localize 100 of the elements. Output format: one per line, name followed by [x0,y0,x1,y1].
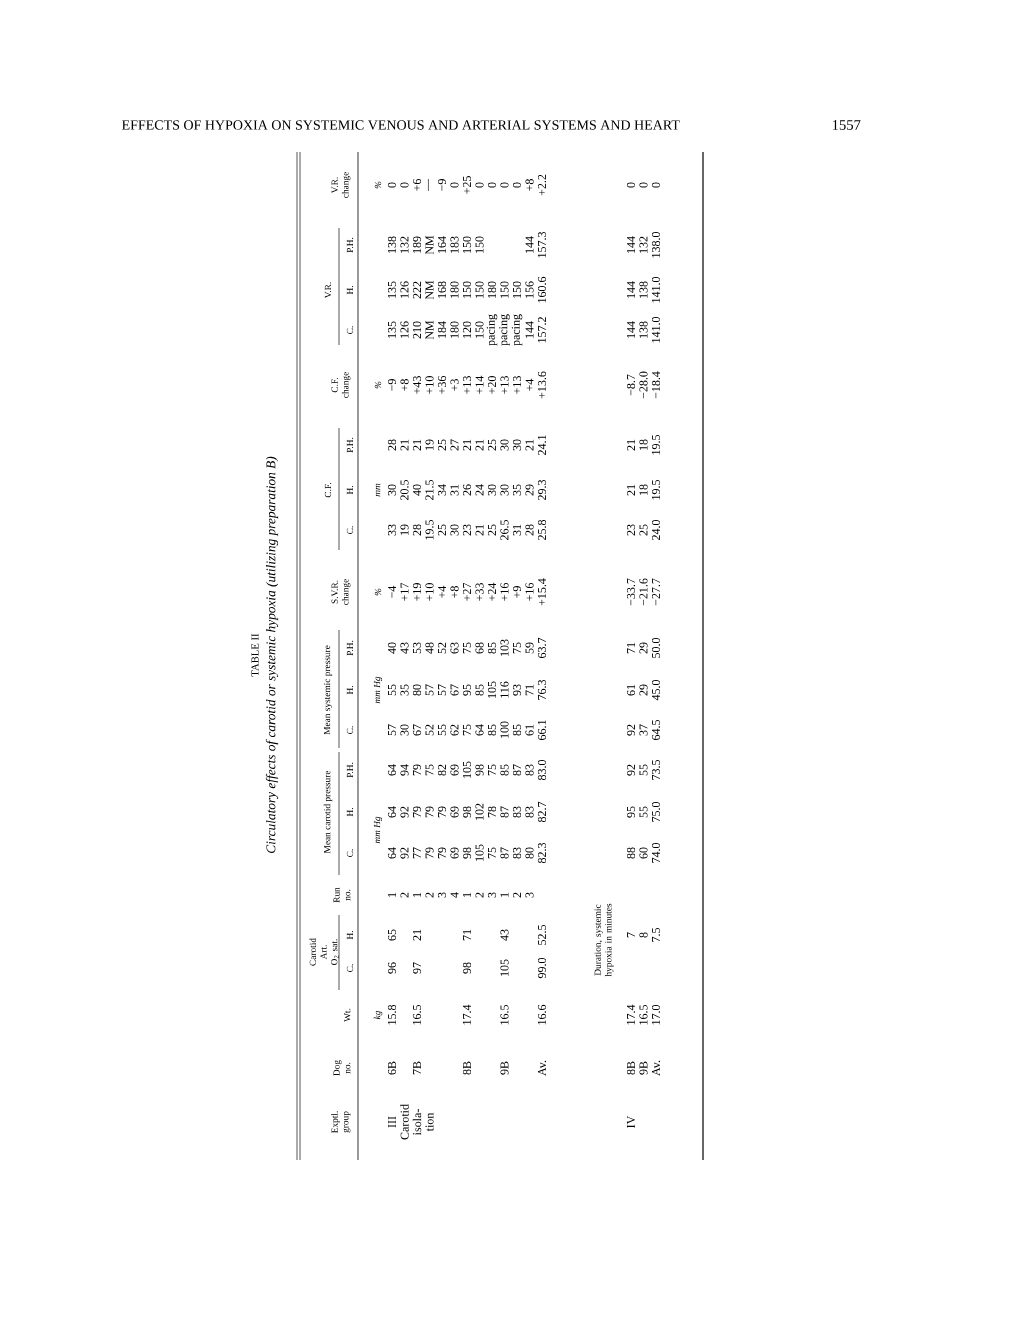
table-value: 98 [462,847,472,859]
table-value: 17.4 [626,1004,636,1025]
table-value: 144 [627,281,635,298]
table-value: 25 [437,524,447,536]
table-value: 29 [525,484,534,496]
table-value: 94 [400,764,409,776]
column-subheading: C. [346,726,354,734]
column-heading: Carotid Art. O$_{2}$ sat. [309,938,339,966]
table-value: 16.5 [500,1004,509,1025]
unit-label: % [374,588,382,596]
table-value: 27 [450,439,459,451]
table-value: 93 [512,684,522,696]
table-value: 222 [413,281,421,299]
column-heading: Run no. [333,887,351,903]
table-value: 85 [500,764,509,776]
table-value: 168 [437,281,447,298]
table-value: 92 [400,847,409,859]
table-value: 79 [425,806,434,818]
table-value: +13.6 [537,371,547,399]
column-subheading: H. [346,808,354,817]
table-value: 24.0 [651,519,661,540]
table-value: 103 [500,639,509,656]
table-value: 0 [651,182,661,188]
table-value: 73.5 [651,759,661,780]
table-value: 98 [462,806,472,818]
unit-label: % [374,381,382,389]
column-subheading: H. [346,286,354,295]
table-value: 21 [400,439,409,451]
table-value: 35 [400,684,409,696]
table-value: 150 [475,236,484,253]
table-value: 0 [626,182,636,188]
table-value: 55 [388,684,396,696]
table-value: +14 [475,375,484,394]
table-value: 60 [639,847,648,859]
table-value: 0 [475,182,484,188]
table-value: +13 [512,376,522,394]
table-value: 30 [487,484,497,496]
table-value: 150 [512,281,522,298]
table-value: 7B [413,1061,421,1075]
running-header: EFFECTS OF HYPOXIA ON SYSTEMIC VENOUS AND ARTERIAL SYSTEMS AND HEART [122,120,680,130]
table-value: 40 [412,484,422,496]
table-value: 16.5 [639,1004,648,1025]
table-value: 63.7 [537,637,547,658]
table-value: −21.6 [639,578,648,606]
table-value: 85 [512,724,522,736]
table-value: 105 [487,681,497,698]
table-value: 132 [400,236,409,253]
table-value: 9B [500,1061,509,1075]
table-value: 164 [437,236,447,253]
table-value: 144 [525,321,534,338]
table-value: +19 [412,583,422,601]
table-value: 21 [525,439,534,451]
table-value: 75 [488,847,496,859]
table-value: 1 [463,892,471,897]
table-title: TABLE II [251,633,259,677]
table-value: 21 [475,524,484,536]
column-heading: Duration, systemic hypoxia in minutes [594,903,614,977]
table-value: 3 [487,892,497,898]
table-value: 30 [500,439,509,451]
table-value: 59 [525,642,534,654]
table-value: 16.6 [537,1004,547,1025]
table-value: +9 [512,586,522,598]
table-value: 28 [525,524,534,536]
table-value: 29.3 [537,479,547,500]
table-value: 57 [388,724,396,736]
table-value: 19.5 [425,519,434,540]
table-value: 126 [400,321,409,338]
table-value: 25 [487,524,497,536]
table-value: 95 [626,806,636,818]
table-value: 21 [627,484,635,496]
table-value: 82.7 [537,801,547,823]
table-value: 83 [512,806,522,818]
table-value: +8 [525,179,534,191]
table-value: 52 [437,642,447,654]
table-value: 64.5 [651,719,661,740]
table-value: +3 [450,379,459,391]
table-value: 102 [475,803,484,820]
table-value: +10 [425,583,434,601]
table-value: 2 [425,892,434,898]
table-value: 57 [438,684,446,696]
column-heading: S.V.R. change [331,579,351,605]
table-value: 83.0 [537,759,547,781]
column-subheading: H. [346,931,354,940]
table-value: 20.5 [400,479,409,500]
table-value: 0 [450,182,459,188]
table-value: 75 [463,642,471,654]
column-subheading: C. [346,849,354,857]
column-subheading: C. [346,326,354,334]
table-value: 8 [639,932,648,938]
table-value: pacing [499,314,510,346]
table-value: 23 [462,524,472,536]
table-value: 96 [387,962,397,974]
table-value: 69 [450,764,459,776]
table-value: 19.5 [651,434,661,455]
table-value: 52 [425,724,434,736]
table-value: 138 [639,321,648,338]
table-value: 144 [627,321,635,338]
table-value: Av. [651,1060,661,1076]
table-value: 9B [639,1061,648,1075]
table-value: 76.3 [537,679,547,700]
